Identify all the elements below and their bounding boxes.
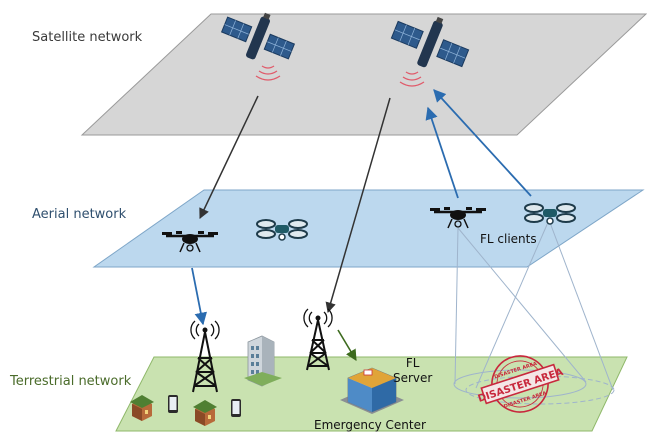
fl-clients-label: FL clients: [480, 232, 537, 246]
drone-icon: [162, 231, 218, 253]
emergency-center-label: Emergency Center: [314, 418, 426, 432]
building-icon: [244, 335, 282, 387]
cell-tower-icon: [303, 308, 333, 371]
smartphone-icon: [231, 399, 241, 417]
terrestrial-network-label: Terrestrial network: [10, 374, 132, 389]
cell-tower-icon: [190, 320, 220, 393]
uav-icon: [524, 203, 576, 225]
link-sat2-to-tower: [325, 97, 391, 314]
smartphone-icon: [168, 395, 178, 413]
fl-server-label: FL Server: [393, 356, 433, 385]
link-tower-to-server: [337, 329, 357, 361]
signal-waves-icon: [399, 71, 425, 87]
coverage-cone-right: [465, 219, 615, 405]
house-icon: [130, 395, 154, 421]
uav-icon: [256, 219, 308, 241]
link-client2-to-sat2: [433, 89, 532, 197]
satellite-network-label: Satellite network: [32, 30, 143, 45]
emergency-center-icon: [340, 367, 404, 414]
link-sat1-to-drone: [199, 95, 259, 219]
satellite-plane: [80, 13, 647, 136]
link-drone-to-tower: [191, 267, 207, 326]
drone-icon: [430, 207, 486, 229]
aerial-plane: [92, 189, 645, 268]
house-icon: [193, 400, 217, 426]
coverage-cone-left: [453, 227, 587, 399]
link-client1-to-sat2: [425, 106, 459, 199]
aerial-network-label: Aerial network: [32, 207, 127, 222]
satellite-icon: [390, 16, 470, 68]
signal-waves-icon: [255, 65, 281, 81]
satellite-icon: [220, 12, 296, 60]
